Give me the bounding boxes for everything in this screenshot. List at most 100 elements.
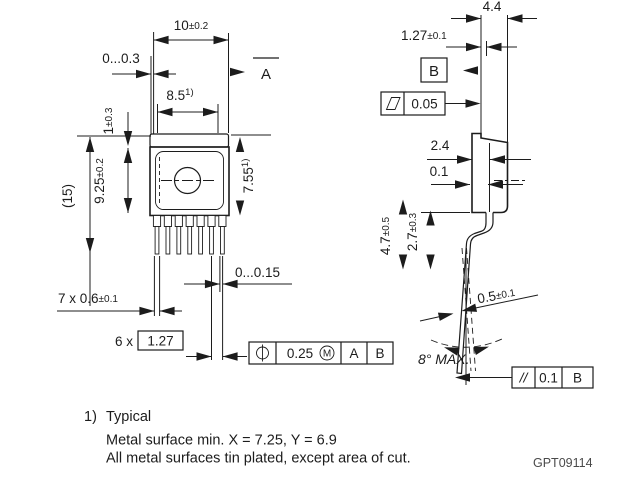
datum-b-label: B — [429, 63, 439, 80]
svg-text:1.27±0.1: 1.27±0.1 — [401, 28, 447, 43]
dim-body-step-label: 2.4 — [431, 138, 450, 153]
lead-2 — [163, 215, 172, 255]
svg-text:2.7±0.3: 2.7±0.3 — [405, 212, 420, 251]
lead-3 — [174, 215, 183, 255]
dim-tab-thickness-tol: ±0.1 — [427, 31, 447, 42]
mmc-modifier-letter: M — [323, 349, 331, 360]
dim-tab-width-value: 10 — [174, 18, 189, 33]
dim-lead-pitch-value: 1.27 — [147, 334, 173, 349]
dim-tab-step-value: 1 — [101, 127, 116, 135]
dim-lead-pitch-count: 6 x — [115, 334, 133, 349]
lead-5 — [196, 215, 205, 255]
document-number: GPT09114 — [533, 456, 593, 470]
position-fcf: 0.25 M A B — [248, 341, 394, 365]
package-side-body — [471, 132, 525, 214]
dim-metal-height-note: 1) — [240, 159, 251, 167]
svg-text:10±0.2: 10±0.2 — [174, 18, 209, 33]
parallelism-symbol-icon: // — [519, 370, 530, 386]
dim-lead-height-inner-value: 2.7 — [405, 232, 420, 251]
datum-b: B — [420, 57, 478, 83]
flatness-symbol-icon — [385, 97, 401, 110]
flatness-tol-value: 0.05 — [411, 97, 437, 112]
basic-dimension-box — [137, 330, 184, 351]
dim-lead-tip-offset: 0...0.15 — [184, 256, 292, 360]
dim-overall-thickness: 4.4 — [451, 0, 537, 23]
svg-text:7 x 0.6±0.1: 7 x 0.6±0.1 — [58, 291, 118, 306]
datum-b-box — [420, 57, 448, 83]
flatness-fcf: 0.05 — [380, 91, 481, 116]
dim-lead-angle: 8° MAX. — [418, 338, 503, 367]
dim-overall-thickness-label: 4.4 — [483, 0, 502, 14]
front-view: 10±0.2 0...0.3 8.51) A (15) — [57, 18, 394, 365]
dim-lead-thickness-value: 0.5 — [476, 288, 497, 306]
dim-metal-width-value: 8.5 — [166, 88, 185, 103]
datum-a: A — [230, 57, 279, 83]
svg-text:0.5±0.1: 0.5±0.1 — [476, 285, 517, 306]
footnote-line3: All metal surfaces tin plated, except ar… — [106, 451, 411, 467]
dim-lead-angle-label: 8° MAX. — [418, 351, 470, 367]
parallelism-fcf: // 0.1 B — [455, 366, 594, 389]
position-symbol-icon — [256, 344, 269, 362]
lead-6 — [207, 215, 216, 255]
dim-body-height-value: 9.25 — [92, 178, 107, 204]
position-datum1: A — [349, 346, 358, 361]
dim-lead-thickness: 0.5±0.1 — [419, 285, 539, 322]
side-view: 4.4 1.27±0.1 B 0.05 — [378, 0, 594, 389]
dim-metal-height: 7.551) — [235, 137, 256, 216]
dim-lead-height-inner: 2.7±0.3 — [405, 210, 470, 270]
dim-lead-height-outer: 4.7±0.5 — [378, 199, 408, 270]
side-lead-outline — [456, 212, 494, 375]
package-tab — [149, 133, 230, 148]
dim-body-height-tol: ±0.2 — [95, 158, 106, 178]
position-datum2: B — [375, 346, 384, 361]
dim-lead-height-outer-value: 4.7 — [378, 236, 393, 255]
dim-metal-width: 8.51) — [157, 87, 218, 117]
parallelism-datum: B — [573, 371, 582, 386]
metal-surface-outline — [155, 151, 224, 210]
dim-body-height: 9.25±0.2 — [92, 148, 133, 213]
side-extension-lines — [480, 15, 508, 142]
dim-lead-height-outer-tol: ±0.5 — [381, 216, 392, 236]
dim-metal-height-value: 7.55 — [241, 167, 256, 193]
svg-text:7.551): 7.551) — [240, 159, 256, 194]
dim-overall-height: (15) — [60, 137, 95, 253]
dim-edge-offset: 0...0.3 — [102, 51, 176, 79]
dim-tab-step: 1±0.3 — [101, 107, 133, 146]
footnote-line2: Metal surface min. X = 7.25, Y = 6.9 — [106, 433, 337, 449]
dim-metal-width-note: 1) — [185, 87, 193, 98]
dim-lead-width: 7 x 0.6±0.1 — [57, 256, 182, 316]
dim-edge-offset-label: 0...0.3 — [102, 51, 140, 66]
dim-surface-offset-label: 0.1 — [430, 164, 449, 179]
dim-tab-width: 10±0.2 — [153, 18, 229, 45]
dim-lead-thickness-tol: ±0.1 — [495, 288, 516, 302]
dim-body-step: 2.4 — [427, 138, 531, 164]
dim-lead-width-count: 7 x 0.6 — [58, 291, 99, 306]
dim-tab-thickness: 1.27±0.1 — [401, 28, 517, 52]
dim-lead-tip-offset-label: 0...0.15 — [235, 265, 280, 280]
dim-tab-thickness-value: 1.27 — [401, 28, 427, 43]
svg-text:1±0.3: 1±0.3 — [101, 107, 116, 134]
mounting-hole — [173, 166, 202, 195]
dim-tab-width-tol: ±0.2 — [189, 21, 209, 32]
datum-a-arrow-icon — [230, 67, 245, 77]
datum-b-arrow-icon — [463, 66, 478, 75]
position-tol-value: 0.25 — [287, 346, 313, 361]
svg-text:4.7±0.5: 4.7±0.5 — [378, 216, 393, 255]
lead-4 — [185, 215, 194, 255]
mmc-modifier-icon: M — [319, 345, 335, 361]
svg-text:9.25±0.2: 9.25±0.2 — [92, 158, 107, 204]
front-leads — [152, 215, 227, 255]
dim-surface-offset: 0.1 — [430, 164, 523, 189]
dim-lead-width-tol: ±0.1 — [99, 294, 119, 305]
front-extension-lines — [77, 32, 271, 306]
angle-arc — [430, 338, 503, 348]
lead-7 — [218, 215, 227, 255]
svg-text:8.51): 8.51) — [166, 87, 193, 103]
dim-lead-pitch: 6 x 1.27 — [115, 330, 247, 361]
side-body-outline — [471, 132, 509, 214]
footnote-marker: 1) — [84, 409, 97, 425]
dim-overall-height-label: (15) — [60, 184, 75, 208]
dim-tab-step-tol: ±0.3 — [104, 107, 115, 127]
